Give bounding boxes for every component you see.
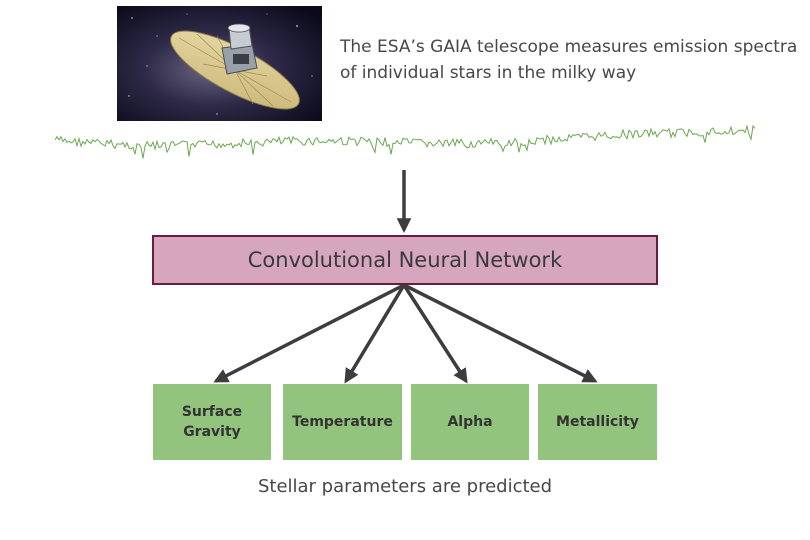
param-alpha: Alpha	[411, 384, 529, 460]
param-surface-gravity: Surface Gravity	[153, 384, 271, 460]
emission-spectrum	[55, 124, 755, 159]
param-label-line: Gravity	[183, 424, 241, 440]
gaia-satellite-image	[117, 6, 322, 121]
arrow-cnn-to-surface-gravity	[213, 283, 405, 383]
arrow-cnn-to-alpha	[402, 284, 468, 384]
param-label-line: Temperature	[292, 414, 393, 430]
caption-text: The ESA’s GAIA telescope measures emissi…	[340, 37, 798, 83]
param-temperature: Temperature	[283, 384, 402, 460]
param-metallicity: Metallicity	[538, 384, 657, 460]
cnn-box: Convolutional Neural Network	[152, 235, 658, 285]
param-label-line: Alpha	[447, 414, 493, 430]
cnn-label: Convolutional Neural Network	[247, 248, 563, 272]
spectrum-line	[55, 124, 755, 159]
footer-text: Stellar parameters are predicted	[257, 476, 553, 497]
param-label-line: Metallicity	[556, 414, 639, 430]
arrow-cnn-to-metallicity	[403, 283, 598, 383]
arrow-cnn-to-temperature	[344, 284, 406, 384]
param-label-line: Surface	[181, 404, 243, 420]
